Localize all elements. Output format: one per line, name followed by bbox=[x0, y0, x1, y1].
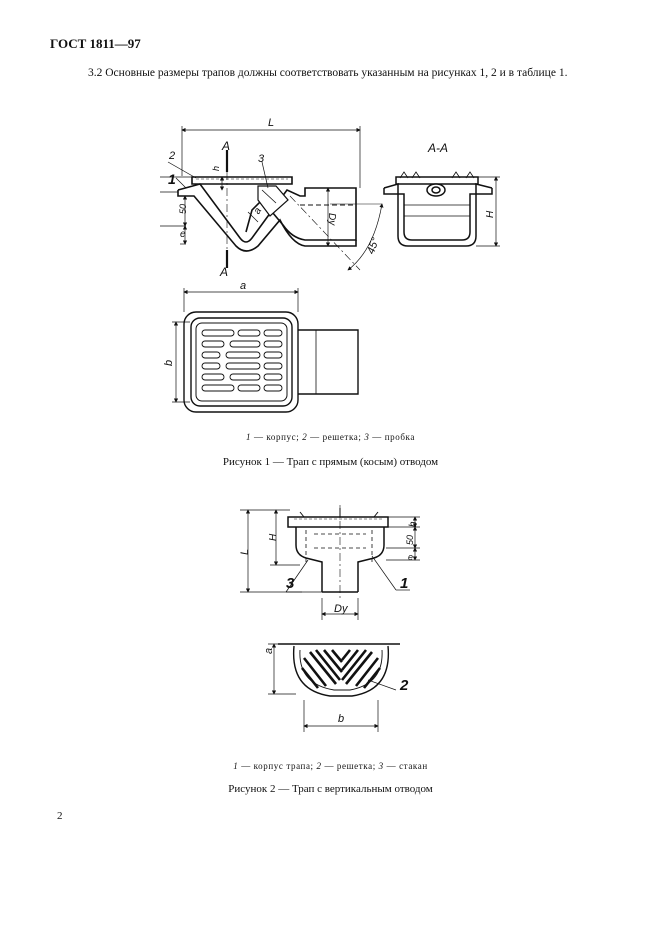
figure2-grate-plan bbox=[268, 643, 400, 732]
fig2-dim-L: L bbox=[239, 549, 251, 555]
dim-Dy: Dy bbox=[326, 213, 337, 226]
legend1-num-1: 1 bbox=[246, 432, 252, 442]
figure2-grate-labels: a b 2 bbox=[263, 648, 409, 725]
fig2-dim-H: H bbox=[268, 533, 279, 541]
legend2-text-1: — корпус трапа; bbox=[238, 761, 317, 771]
fig2-callout-3: 3 bbox=[286, 575, 295, 592]
figure2-elevation-labels: h H L 50 e 3 1 Dy bbox=[239, 521, 419, 615]
figure1-plan-labels: a b bbox=[163, 280, 246, 366]
legend2-num-1: 1 bbox=[233, 761, 239, 771]
fig2-dim-50: 50 bbox=[405, 535, 415, 545]
grate-diagonal-slots bbox=[300, 649, 382, 689]
figure1-side-labels: L A A 2 1 3 h 50 e a Dy 45° bbox=[168, 117, 382, 279]
fig2-dim-b: b bbox=[338, 713, 344, 725]
document-header: ГОСТ 1811—97 bbox=[50, 36, 141, 51]
legend1-text-3: — пробка bbox=[369, 432, 415, 442]
legend2-text-2: — решетка; bbox=[321, 761, 379, 771]
fig2-dim-Dy: Dy bbox=[334, 603, 349, 615]
paragraph-3-2: 3.2 Основные размеры трапов должны соотв… bbox=[88, 67, 568, 79]
dim-h: h bbox=[211, 166, 221, 171]
dim-a-inner: a bbox=[252, 206, 265, 217]
section-mark-bottom: A bbox=[219, 265, 228, 279]
legend2-num-2: 2 bbox=[316, 761, 322, 771]
fig2-dim-e: e bbox=[408, 552, 413, 562]
figure1-legend: 1 — корпус; 2 — решетка; 3 — пробка bbox=[0, 432, 661, 442]
legend2-num-3: 3 bbox=[378, 761, 384, 771]
figure2-elevation-dimensions bbox=[240, 509, 420, 620]
figure1-section-AA bbox=[383, 171, 500, 247]
figure2-legend: 1 — корпус трапа; 2 — решетка; 3 — стака… bbox=[0, 761, 661, 771]
callout-3: 3 bbox=[258, 153, 265, 165]
dim-L: L bbox=[268, 117, 274, 129]
fig2-callout-1: 1 bbox=[400, 575, 408, 592]
plan-dim-a: a bbox=[240, 280, 246, 292]
figure2-elevation bbox=[287, 505, 389, 600]
legend1-num-3: 3 bbox=[364, 432, 370, 442]
legend1-text-2: — решетка; bbox=[307, 432, 365, 442]
dim-angle-45: 45° bbox=[365, 236, 382, 256]
page-number: 2 bbox=[57, 810, 63, 822]
figure1-side-section bbox=[177, 150, 382, 271]
figure1-side-dimensions bbox=[160, 126, 384, 271]
fig2-dim-a: a bbox=[263, 648, 275, 654]
grate-slots bbox=[201, 329, 283, 392]
fig2-callout-2: 2 bbox=[399, 677, 409, 694]
dim-e: e bbox=[180, 229, 186, 240]
plan-dim-b: b bbox=[163, 360, 175, 366]
figure1-caption: Рисунок 1 — Трап с прямым (косым) отводо… bbox=[222, 456, 439, 468]
figure1-section-AA-labels: А-А H bbox=[427, 141, 496, 218]
callout-2: 2 bbox=[168, 150, 175, 162]
section-mark-top: A bbox=[221, 139, 230, 153]
dim-H-section: H bbox=[485, 210, 496, 218]
fig2-dim-h: h bbox=[408, 521, 419, 527]
callout-1: 1 bbox=[168, 171, 176, 187]
figure2-caption: Рисунок 2 — Трап с вертикальным отводом bbox=[228, 783, 433, 795]
figure1-plan-view bbox=[172, 288, 359, 413]
section-AA-title: А-А bbox=[427, 141, 448, 155]
legend1-text-1: — корпус; bbox=[251, 432, 303, 442]
legend1-num-2: 2 bbox=[302, 432, 308, 442]
legend2-text-3: — стакан bbox=[383, 761, 428, 771]
dim-50: 50 bbox=[178, 204, 188, 214]
